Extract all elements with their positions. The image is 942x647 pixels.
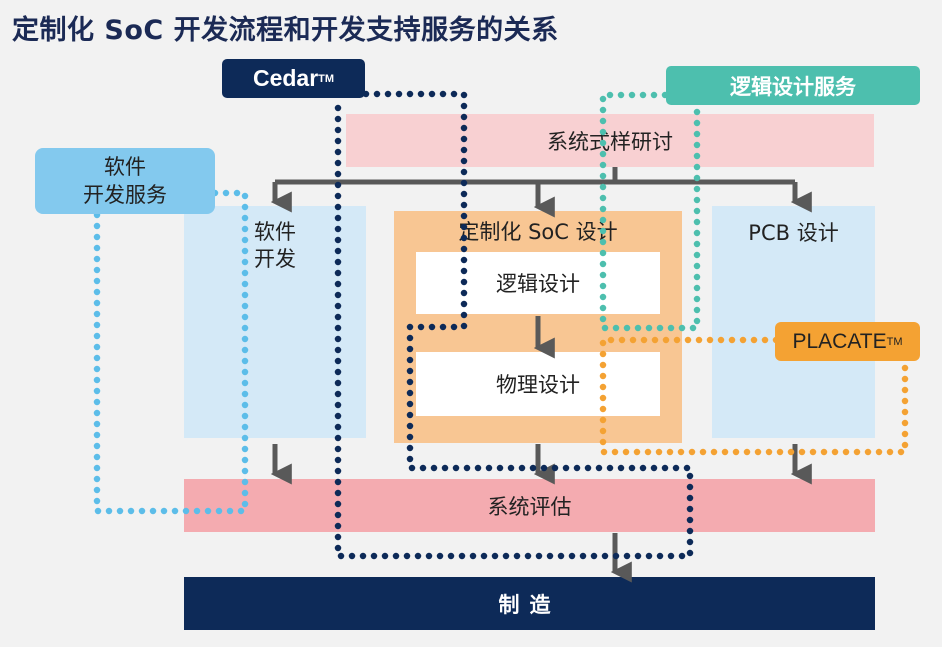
software-dev-column: 软件 开发 [184, 206, 366, 438]
software-dev-label: 软件 开发 [247, 219, 303, 273]
manufacturing-bar: 制造 [184, 577, 875, 630]
software-dev-label-line2: 开发 [254, 247, 296, 271]
flow-arrows [270, 167, 812, 583]
software-dev-label-line1: 软件 [254, 220, 296, 244]
logic-design-service-label: 逻辑设计服务 [730, 74, 856, 99]
system-spec-review-bar: 系统式样研讨 [346, 114, 874, 167]
cedar-path [334, 90, 694, 560]
system-evaluation-label: 系统评估 [487, 494, 572, 519]
physical-design-label: 物理设计 [496, 373, 580, 397]
cedar-name: Cedar [252, 65, 319, 91]
logic-design-label: 逻辑设计 [496, 272, 580, 296]
placate-path [599, 336, 909, 456]
system-evaluation-bar: 系统评估 [184, 479, 875, 532]
logic-design-box: 逻辑设计 [416, 252, 660, 314]
page-title: 定制化 SoC 开发流程和开发支持服务的关系 [12, 15, 559, 46]
pcb-design-label: PCB 设计 [748, 221, 839, 245]
physical-design-box: 物理设计 [416, 352, 660, 416]
system-spec-review-label: 系统式样研讨 [547, 129, 673, 154]
software-service-path [93, 189, 249, 515]
manufacturing-label: 制造 [498, 592, 561, 617]
placate-name: PLACATE [792, 329, 887, 353]
software-service-line2: 开发服务 [83, 183, 167, 207]
software-service-line1: 软件 [104, 155, 146, 179]
software-dev-service-tag: 软件 开发服务 [35, 148, 215, 214]
logic-design-service-tag: 逻辑设计服务 [666, 66, 920, 105]
logic-service-path [599, 91, 701, 332]
custom-soc-design-label: 定制化 SoC 设计 [458, 220, 618, 244]
